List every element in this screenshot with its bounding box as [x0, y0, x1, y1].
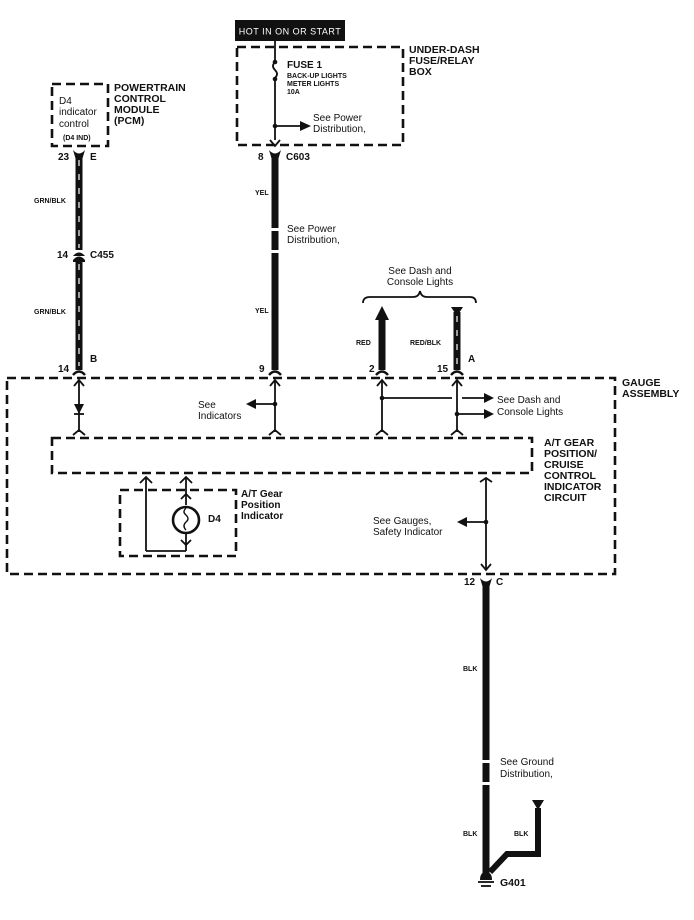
- reference-text: See Dash and: [388, 266, 451, 277]
- ground-icon: [480, 872, 492, 880]
- pcm-terminal-name: (D4 IND): [63, 135, 91, 142]
- gauge-assembly: GAUGE ASSEMBLY See Indicators See Dash a…: [5, 376, 679, 576]
- connector-letter: B: [90, 354, 97, 365]
- indicator-circuit-name-line: INDICATOR: [544, 481, 602, 493]
- reference-text: See Power: [287, 224, 337, 235]
- gear-indicator-name-line: A/T Gear: [241, 489, 283, 500]
- arrow-right-icon: [484, 393, 494, 403]
- bulb-icon: [171, 505, 201, 535]
- pcm-name-line: POWERTRAIN: [114, 82, 186, 94]
- pcm-name-line: MODULE: [114, 104, 160, 116]
- pin-number: 15: [437, 364, 449, 375]
- connector-letter: A: [468, 354, 475, 365]
- pin-number: 23: [58, 152, 70, 163]
- gauge-connector-pins: 14 B 9 2 15 A: [58, 354, 475, 376]
- indicator-circuit-name-line: CIRCUIT: [544, 492, 587, 504]
- wire-color-label: YEL: [255, 308, 269, 315]
- indicator-circuit-name-line: POSITION/: [544, 448, 597, 460]
- gauge-assembly-name-line: GAUGE: [622, 377, 661, 389]
- gear-indicator-name-line: Position: [241, 500, 280, 511]
- reference-text: See Dash and: [497, 395, 560, 406]
- pin-number: 14: [58, 364, 70, 375]
- wire-color-label: GRN/BLK: [34, 198, 66, 205]
- indicator-circuit-name-line: A/T GEAR: [544, 437, 595, 449]
- connector-name: C455: [90, 250, 114, 261]
- pin-number: 2: [369, 364, 375, 375]
- connector-letter: E: [90, 152, 97, 163]
- reference-text: See: [198, 400, 216, 411]
- arrow-left-icon: [457, 517, 467, 527]
- bulb-label: D4: [208, 514, 221, 525]
- wire-yel: YEL YEL See Power Distribution,: [255, 158, 340, 370]
- fuse-circuit: METER LIGHTS: [287, 81, 339, 88]
- wire-color-label: GRN/BLK: [34, 309, 66, 316]
- diode-icon: [74, 404, 84, 414]
- arrow-right-icon: [484, 409, 494, 419]
- fuse-box-name-line: UNDER-DASH: [409, 44, 480, 56]
- reference-text: Console Lights: [387, 277, 453, 288]
- fuse-rating: 10A: [287, 89, 300, 96]
- fuse-name: FUSE 1: [287, 60, 322, 71]
- pcm-inner-line: indicator: [59, 107, 97, 118]
- pcm-name-line: CONTROL: [114, 93, 166, 105]
- reference-text: Distribution,: [287, 235, 340, 246]
- pin-number: 14: [57, 250, 69, 261]
- reference-text: See Gauges,: [373, 516, 431, 527]
- under-dash-fuse-box: UNDER-DASH FUSE/RELAY BOX FUSE 1 BACK-UP…: [235, 41, 480, 148]
- pcm-inner-line: control: [59, 119, 89, 130]
- gear-indicator-name-line: Indicator: [241, 511, 283, 522]
- pin-number: 9: [259, 364, 265, 375]
- fuse-circuit: BACK-UP LIGHTS: [287, 73, 347, 80]
- indicator-circuit-name-line: CRUISE: [544, 459, 584, 471]
- gauge-assembly-name-line: ASSEMBLY: [622, 388, 679, 400]
- arrow-left-icon: [246, 399, 256, 409]
- fuse-box-name-line: FUSE/RELAY: [409, 55, 475, 67]
- brace: [362, 290, 477, 304]
- indicator-circuit: A/T GEAR POSITION/ CRUISE CONTROL INDICA…: [50, 436, 602, 504]
- reference-text: Indicators: [198, 411, 241, 422]
- ground-path-internal: See Gauges, Safety Indicator: [373, 476, 493, 572]
- wire-blk: 12 C BLK BLK See Ground Distribution, BL…: [463, 577, 554, 875]
- power-source-label: HOT IN ON OR START: [239, 27, 342, 37]
- pin-number: 8: [258, 152, 264, 163]
- powertrain-control-module: D4 indicator control (D4 IND) POWERTRAIN…: [50, 82, 186, 163]
- wire-color-label: BLK: [514, 831, 528, 838]
- connector-c603: 8 C603: [258, 150, 310, 163]
- pcm-inner-line: D4: [59, 96, 72, 107]
- reference-text: Safety Indicator: [373, 527, 443, 538]
- connector-name: C603: [286, 152, 310, 163]
- terminal-icon: [451, 307, 463, 316]
- reference-text: See Ground: [500, 757, 554, 768]
- arrow-right-icon: [300, 121, 311, 131]
- reference-text: See Power: [313, 113, 363, 124]
- reference-text: Distribution,: [500, 769, 553, 780]
- wire-color-label: RED: [356, 340, 371, 347]
- ground-g401: G401: [478, 872, 526, 889]
- reference-text: Console Lights: [497, 407, 563, 418]
- fuse-box-name-line: BOX: [409, 66, 432, 78]
- wire-color-label: BLK: [463, 666, 477, 673]
- fuse-icon: [272, 61, 278, 79]
- terminal-icon: [532, 800, 544, 810]
- pcm-name-line: (PCM): [114, 115, 144, 127]
- wire-color-label: BLK: [463, 831, 477, 838]
- indicator-circuit-name-line: CONTROL: [544, 470, 596, 482]
- connector-letter: C: [496, 577, 503, 588]
- ground-name: G401: [500, 877, 526, 889]
- wire-color-label: RED/BLK: [410, 340, 441, 347]
- gear-position-indicator: D4 A/T Gear Position Indicator: [118, 475, 283, 558]
- wires-dash-lights: See Dash and Console Lights RED RED/BLK: [356, 266, 477, 370]
- arrow-up-icon: [375, 306, 389, 320]
- reference-text: Distribution,: [313, 124, 366, 135]
- power-source-banner: HOT IN ON OR START: [235, 20, 345, 41]
- wire-color-label: YEL: [255, 190, 269, 197]
- wire-grn-blk: GRN/BLK GRN/BLK 14 C455: [34, 158, 114, 370]
- pin-number: 12: [464, 577, 476, 588]
